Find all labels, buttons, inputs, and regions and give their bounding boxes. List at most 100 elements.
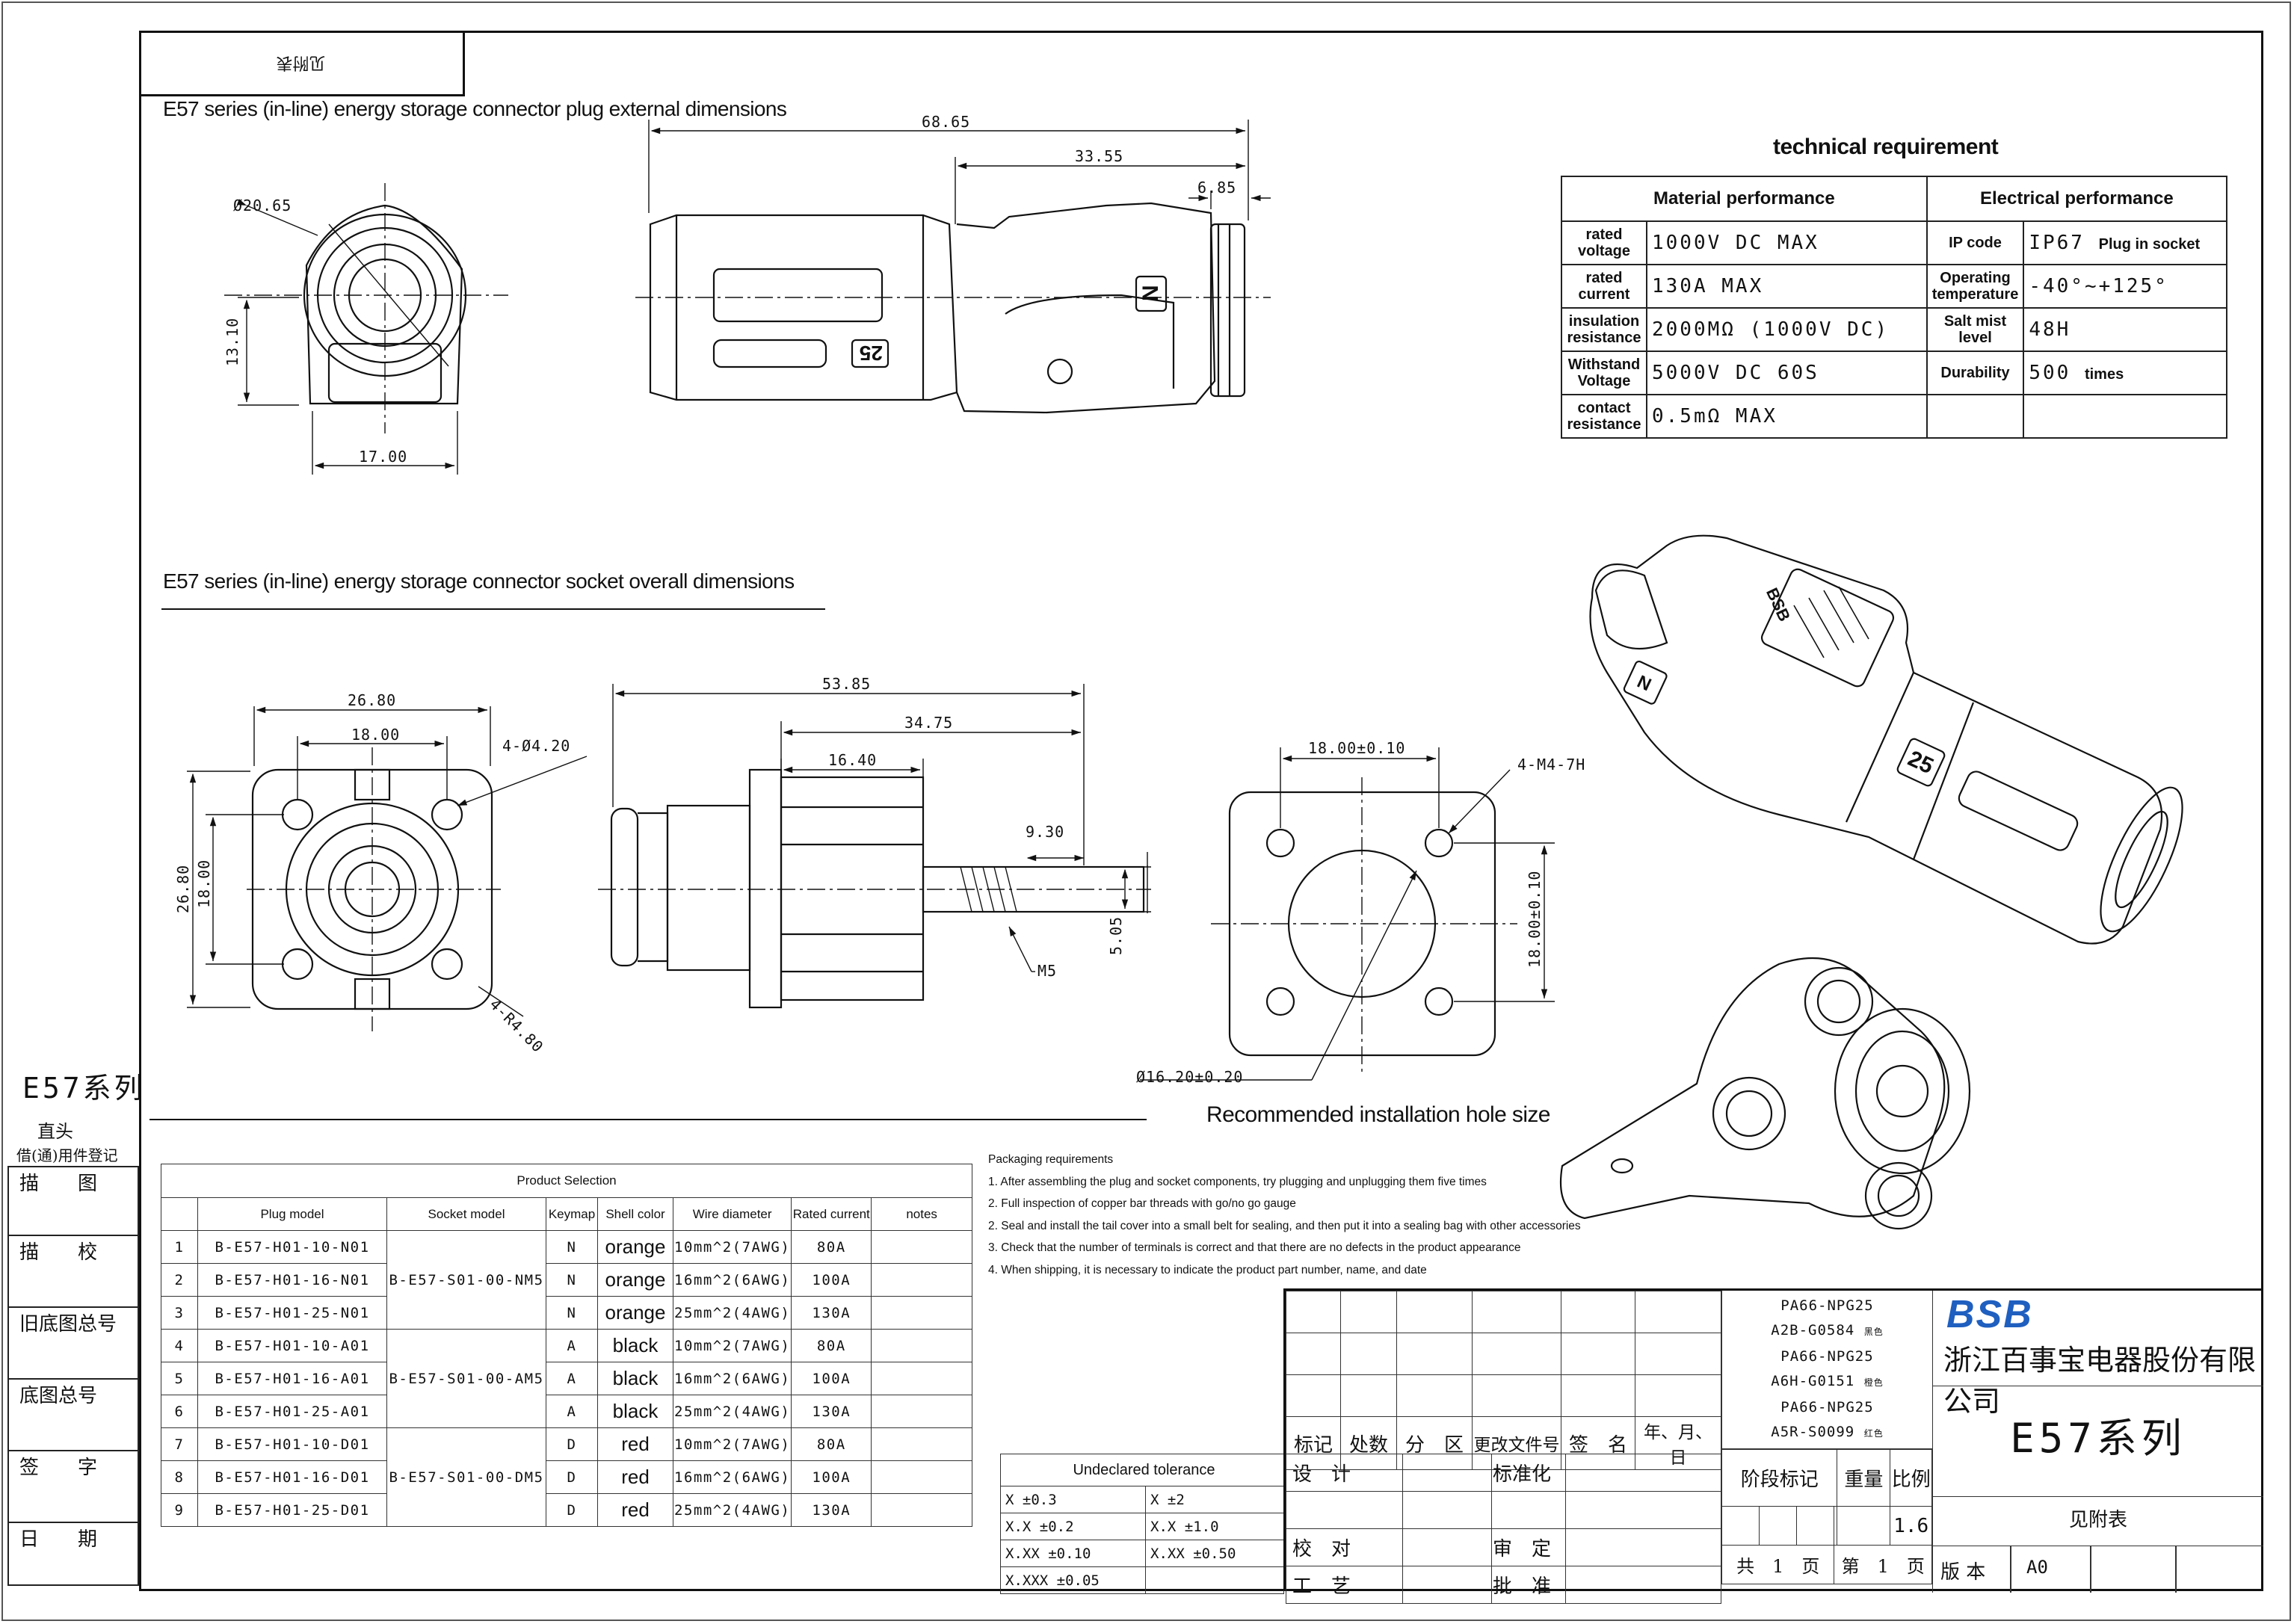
ps-key: A [546,1395,598,1428]
tolerance-cell: X ±2 [1145,1486,1284,1513]
tech-row: rated voltage 1000V DC MAX IP code IP67 … [1561,220,2227,265]
render-mark-bsb: BSB [1763,585,1794,625]
side-row-label: 日 期 [7,1522,139,1586]
ps-current: 130A [791,1395,872,1428]
dim-plug-d1: Ø20.65 [233,197,292,214]
tolerance-title: Undeclared tolerance [1000,1454,1284,1486]
ps-wire: 25mm^2(4AWG) [672,1493,792,1527]
plug-mark-25: 25 [860,342,883,365]
ps-header: Plug model [197,1197,387,1231]
approval-grid: 设 计标准化 校 对审 定 工 艺批 准 [1286,1454,1721,1604]
dim-socket-d3: 4-Ø4.20 [502,737,570,755]
side-row: 签 字 [7,1450,139,1523]
tech-label: IP code [1925,220,2025,265]
approve-label: 批 准 [1491,1566,1566,1604]
edition-value: A0 [2026,1557,2048,1578]
check-label: 校 对 [1286,1528,1403,1566]
ps-header-index [161,1197,198,1231]
ps-key: D [546,1493,598,1527]
tech-label: Durability [1925,351,2025,395]
tolerance-cell: X.XXX ±0.05 [1000,1566,1146,1594]
ps-color: red [597,1427,673,1461]
ps-plug: B-E57-H01-25-D01 [197,1493,387,1527]
product-selection-table: Product Selection Plug model Socket mode… [161,1164,972,1527]
socket-3d-render [1559,957,1971,1230]
edition-label: 版 本 [1940,1561,1986,1584]
dim-socket-d2: 18.00 [351,726,400,744]
ps-color: orange [597,1230,673,1264]
ps-notes [871,1329,972,1362]
material-item: PA66-NPG25 [1722,1344,1932,1369]
tolerance-cell [1145,1566,1284,1594]
product-selection-title: Product Selection [161,1164,972,1198]
sheet-ref: 见附表 [2068,1509,2127,1531]
tech-value: 48H [2023,307,2227,352]
dim-plug-d5: 33.55 [1075,147,1123,165]
socket-section-title: E57 series (in-line) energy storage conn… [163,569,795,593]
tech-label: Salt mist level [1925,307,2025,352]
packaging-notes: Packaging requirements 1. After assembli… [988,1149,1581,1281]
ps-notes [871,1230,972,1264]
material-code: A5R-S0099 [1771,1424,1855,1440]
ps-wire: 10mm^2(7AWG) [672,1427,792,1461]
ps-key: A [546,1329,598,1362]
side-panel-table: 描 图 描 校 旧底图总号 底图总号 签 字 日 期 [7,1166,139,1586]
table-row: 5 B-E57-H01-16-A01 A black 16mm^2(6AWG) … [161,1362,972,1395]
socket-side-view [598,684,1151,1009]
hole-pattern-view [1140,747,1555,1081]
material-item: A5R-S0099 红色 [1722,1420,1932,1446]
ps-wire: 25mm^2(4AWG) [672,1296,792,1330]
packaging-item: 2. Full inspection of copper bar threads… [988,1197,1296,1210]
tech-label: insulation resistance [1561,307,1647,352]
ps-color: black [597,1362,673,1395]
ps-socket: B-E57-S01-00-NM5 [386,1230,546,1330]
ps-notes [871,1460,972,1494]
ps-header: Rated current [791,1197,872,1231]
dim-hole-d3: 18.00±0.10 [1526,871,1544,968]
table-row: 9 B-E57-H01-25-D01 D red 25mm^2(4AWG) 13… [161,1493,972,1527]
tech-label: rated current [1561,264,1647,309]
scale-label: 比例 [1890,1449,1932,1507]
ps-color: orange [597,1263,673,1297]
table-row: 6 B-E57-H01-25-A01 A black 25mm^2(4AWG) … [161,1395,972,1428]
ps-key: N [546,1263,598,1297]
socket-front-view [187,706,588,1031]
dim-socket-d1: 26.80 [348,691,396,709]
top-label-box: 见附表 [139,31,465,96]
ps-header: notes [871,1197,972,1231]
ps-color: red [597,1493,673,1527]
socket-title-underline [161,608,825,610]
dim-hole-d2: 4-M4-7H [1517,756,1585,774]
ps-notes [871,1427,972,1461]
ps-wire: 16mm^2(6AWG) [672,1362,792,1395]
tech-label: rated voltage [1561,220,1647,265]
edition-divider [2175,1546,2177,1593]
title-block: 标记 处数 分 区 更改文件号 签 名 年、月、日 设 计标准化 校 对审 定 … [1283,1288,2263,1604]
ps-color: red [597,1460,673,1494]
tolerance-cell: X.X ±0.2 [1000,1513,1146,1540]
ps-notes [871,1263,972,1297]
ps-key: A [546,1362,598,1395]
stage-label: 阶段标记 [1721,1449,1838,1507]
brand-logo: BSB [1946,1293,2033,1336]
ps-index: 2 [161,1263,198,1297]
tech-head-material: Material performance [1561,176,1928,222]
ps-plug: B-E57-H01-16-N01 [197,1263,387,1297]
side-row: 日 期 [7,1522,139,1586]
material-code: PA66-NPG25 [1780,1348,1874,1365]
plug-3d-render [1589,534,2183,945]
ps-plug: B-E57-H01-16-D01 [197,1460,387,1494]
tech-row: Withstand Voltage 5000V DC 60S Durabilit… [1561,351,2227,395]
side-row-label: 底图总号 [7,1378,139,1451]
side-reg: 借(通)用件登记 [16,1146,118,1164]
tolerance-cell: X.X ±1.0 [1145,1513,1284,1540]
ps-index: 3 [161,1296,198,1330]
material-code: A2B-G0584 [1771,1322,1855,1339]
material-item: A6H-G0151 橙色 [1722,1369,1932,1395]
ps-wire: 10mm^2(7AWG) [672,1329,792,1362]
ps-key: N [546,1230,598,1264]
dim-socket-d12: M5 [1037,962,1057,980]
